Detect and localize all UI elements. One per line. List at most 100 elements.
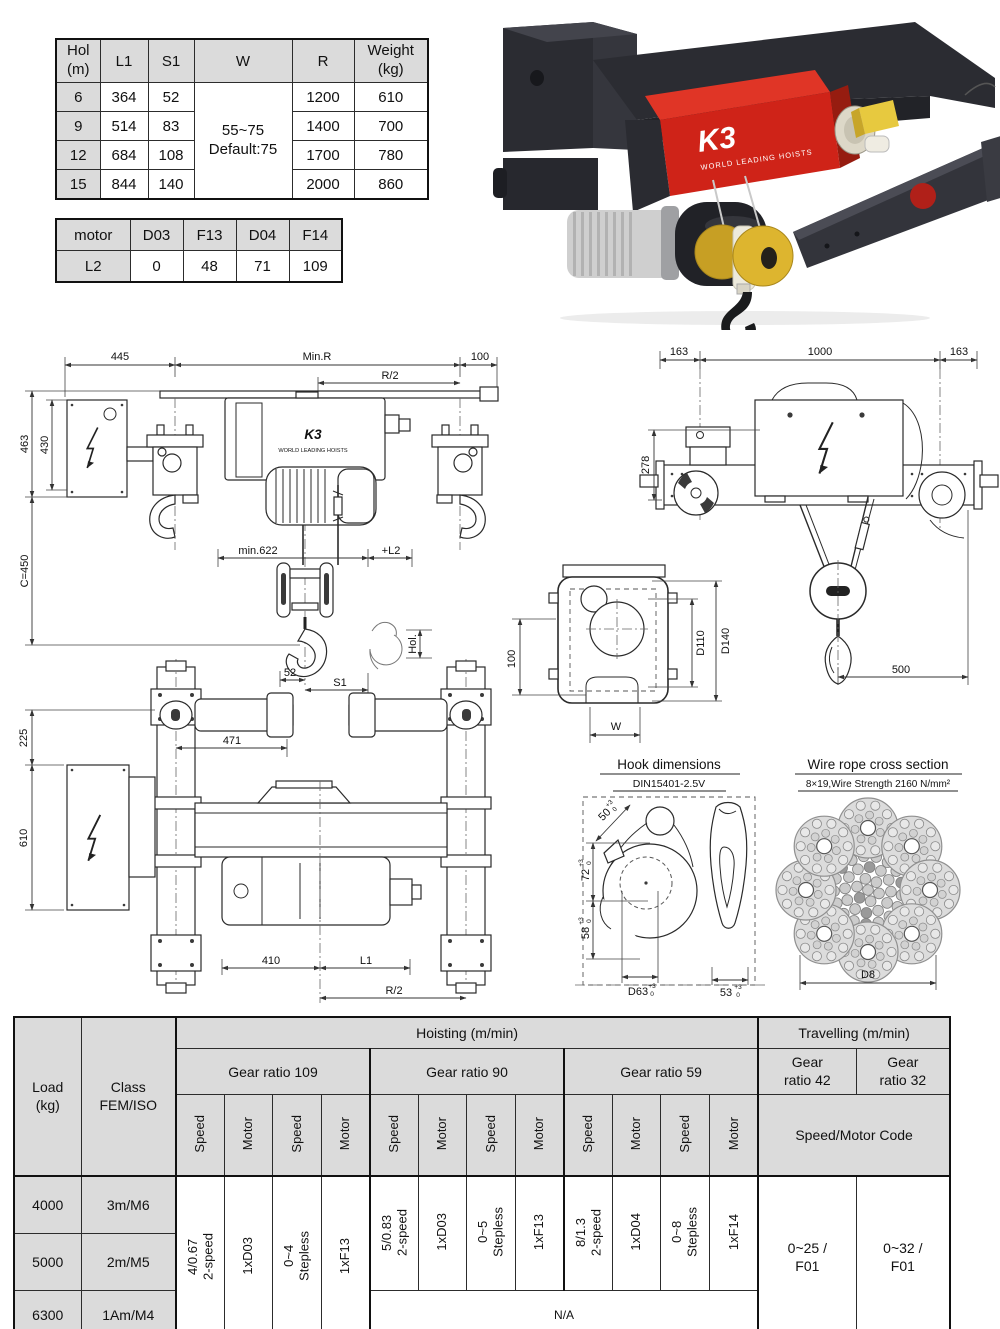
value: 0~4 Stepless — [280, 1231, 312, 1281]
dim-hol: Hol. — [407, 634, 419, 654]
cell-hol: 12 — [55, 140, 101, 170]
dim-d110: D110 — [695, 630, 707, 655]
tolerance-plus: +3 — [578, 917, 585, 925]
cell-hol: 15 — [55, 169, 101, 200]
dim-l1: L1 — [360, 955, 372, 967]
cell-speed: 0~4 Stepless — [271, 1175, 322, 1329]
hook — [721, 292, 756, 330]
cell-r: 1200 — [291, 82, 355, 112]
col-header-travelling: Travelling (m/min) — [757, 1016, 951, 1049]
col-header-motor: Motor — [223, 1094, 273, 1177]
cell-weight: 700 — [353, 111, 429, 141]
tolerance-plus: +3 — [648, 983, 656, 990]
col-header-d04: D04 — [235, 218, 290, 251]
trolley-cross-section-drawing: 100 W D110 D140 — [506, 564, 732, 743]
cell-w-merged: 55~75 Default:75 — [193, 82, 293, 200]
cell-motor: 1xF13 — [514, 1175, 565, 1291]
cell-weight: 610 — [353, 82, 429, 112]
engineering-drawings: 445 Min.R 100 R/2 463 430 C=450 — [18, 346, 999, 1003]
col-header-gear-32: Gear ratio 32 — [855, 1048, 951, 1095]
table-row: 9 514 83 1400 700 — [55, 111, 429, 141]
shadow — [560, 311, 930, 325]
cell-travel-32: 0~32 / F01 — [855, 1175, 951, 1329]
phantom-hook — [369, 621, 403, 670]
dim-1000: 1000 — [808, 346, 832, 358]
value: 1xD04 — [628, 1213, 644, 1251]
buffer-disc — [910, 183, 936, 209]
tolerance-zero: 0 — [586, 919, 593, 923]
performance-table: Load (kg) Class FEM/ISO Hoisting (m/min)… — [13, 1016, 952, 1329]
cell-r: 1700 — [291, 140, 355, 170]
hook-dims-title: Hook dimensions — [617, 757, 721, 772]
cell-motor: 1xD03 — [417, 1175, 467, 1291]
cell-speed: 5/0.83 2-speed — [369, 1175, 419, 1291]
dim-min622: min.622 — [238, 545, 277, 557]
col-header-speed: Speed — [563, 1094, 613, 1177]
value: 1xF13 — [531, 1213, 547, 1251]
dim-min-r: Min.R — [303, 351, 332, 363]
value: 4/0.67 2-speed — [184, 1232, 216, 1280]
cell-s1: 140 — [147, 169, 195, 200]
cell-s1: 83 — [147, 111, 195, 141]
col-header-class: Class FEM/ISO — [80, 1016, 177, 1177]
wire-rope-drawing: Wire rope cross section 8×19,Wire Streng… — [775, 757, 962, 990]
cell-speed: 0~8 Stepless — [659, 1175, 710, 1291]
tolerance-zero: 0 — [611, 806, 619, 814]
cell-weight: 780 — [353, 140, 429, 170]
hook-block — [694, 175, 794, 330]
table-row: 12 684 108 1700 780 — [55, 140, 429, 170]
cell-value: 71 — [235, 250, 290, 283]
motor-label: Motor — [434, 1116, 450, 1151]
table-row: 15 844 140 2000 860 — [55, 169, 429, 200]
tolerance-plus: +3 — [578, 859, 585, 867]
hoist-red-body: K3 WORLD LEADING HOISTS — [645, 70, 899, 196]
table-row: 6 364 52 55~75 Default:75 1200 610 — [55, 82, 429, 200]
dim-53: 53 — [720, 987, 732, 999]
cell-value: 0 — [129, 250, 184, 283]
col-header-motor: Motor — [320, 1094, 371, 1177]
col-header-gear-59: Gear ratio 59 — [562, 1048, 759, 1095]
cell-travel-42: 0~25 / F01 — [757, 1175, 857, 1329]
col-header-d03: D03 — [129, 218, 184, 251]
dim-c450: C=450 — [19, 555, 31, 588]
front-view-drawing: 445 Min.R 100 R/2 463 430 C=450 — [19, 351, 499, 695]
cell-hol: 9 — [55, 111, 101, 141]
value: 1xD03 — [240, 1237, 256, 1275]
dim-w: W — [611, 721, 622, 733]
dim-r2: R/2 — [381, 370, 398, 382]
cell-load: 4000 — [13, 1175, 82, 1234]
col-header-w: W — [193, 38, 293, 83]
dim-430: 430 — [39, 436, 51, 454]
col-header-speed: Speed — [369, 1094, 419, 1177]
header-row-2: Gear ratio 109 Gear ratio 90 Gear ratio … — [14, 1048, 951, 1095]
motor-label: Motor — [531, 1116, 547, 1151]
motor-label: Motor — [628, 1116, 644, 1151]
cell-r: 2000 — [291, 169, 355, 200]
tolerance-zero: 0 — [586, 861, 593, 865]
col-header-motor: Motor — [514, 1094, 565, 1177]
cell-class: 1Am/M4 — [80, 1290, 177, 1329]
value: 5/0.83 2-speed — [378, 1208, 410, 1256]
col-header-s1: S1 — [147, 38, 195, 83]
cell-motor: 1xF14 — [708, 1175, 759, 1291]
end-carriage-beam — [793, 136, 1000, 268]
col-header-speed-motor-code: Speed/Motor Code — [757, 1094, 951, 1177]
col-header-l1: L1 — [99, 38, 149, 83]
col-header-motor: motor — [55, 218, 131, 251]
motor-label: Motor — [725, 1116, 741, 1151]
col-header-f14: F14 — [288, 218, 343, 251]
cell-l1: 364 — [99, 82, 149, 112]
drawing-brand-logo: K3 — [304, 427, 322, 442]
dim-d63: D63 — [628, 986, 648, 998]
speed-label: Speed — [192, 1114, 208, 1153]
speed-label: Speed — [288, 1114, 304, 1153]
tolerance-plus: +3 — [604, 799, 614, 809]
dim-s1: S1 — [333, 677, 346, 689]
speed-label: Speed — [676, 1114, 692, 1153]
dim-100-section: 100 — [506, 650, 518, 668]
dim-278: 278 — [640, 456, 652, 474]
cell-load: 6300 — [13, 1290, 82, 1329]
side-view-drawing: 163 1000 163 — [639, 346, 999, 685]
plan-view-drawing: 471 225 610 41 — [18, 659, 492, 1003]
motor-label: Motor — [240, 1116, 256, 1151]
